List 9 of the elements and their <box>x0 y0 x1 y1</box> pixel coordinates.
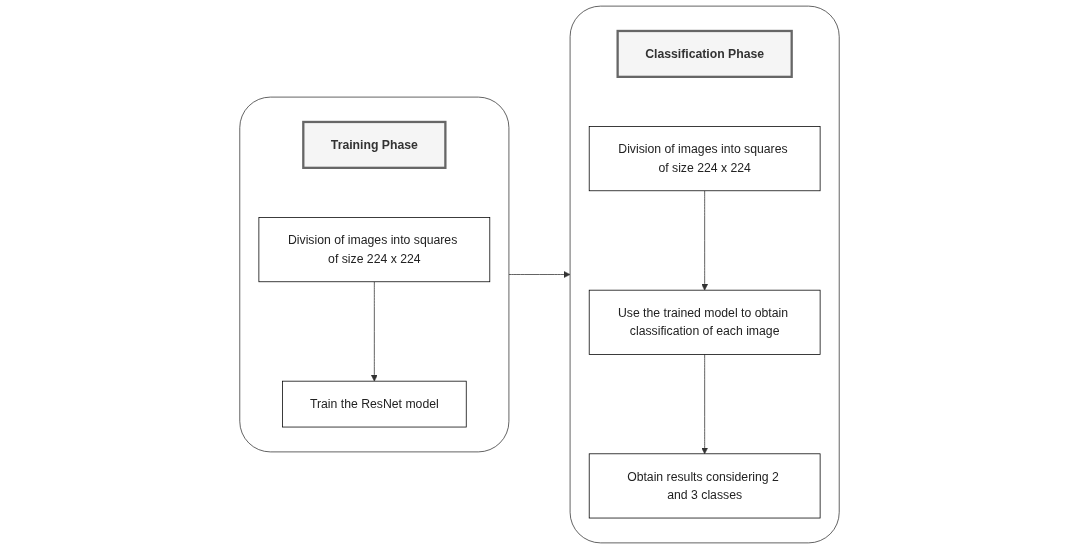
node-box: Obtain results considering 2 and 3 classes <box>588 453 821 519</box>
node-box: Use the trained model to obtain classification of each image <box>588 289 821 355</box>
node-box: Division of images into squares of size 224 x 224 <box>588 126 821 192</box>
node-box: Classification Phase <box>616 29 793 78</box>
node-box: Train the ResNet model <box>282 380 467 428</box>
cluster <box>569 5 840 544</box>
node-box: Division of images into squares of size 224 x 224 <box>258 217 491 283</box>
cluster <box>239 96 510 453</box>
node-box: Training Phase <box>302 120 447 169</box>
